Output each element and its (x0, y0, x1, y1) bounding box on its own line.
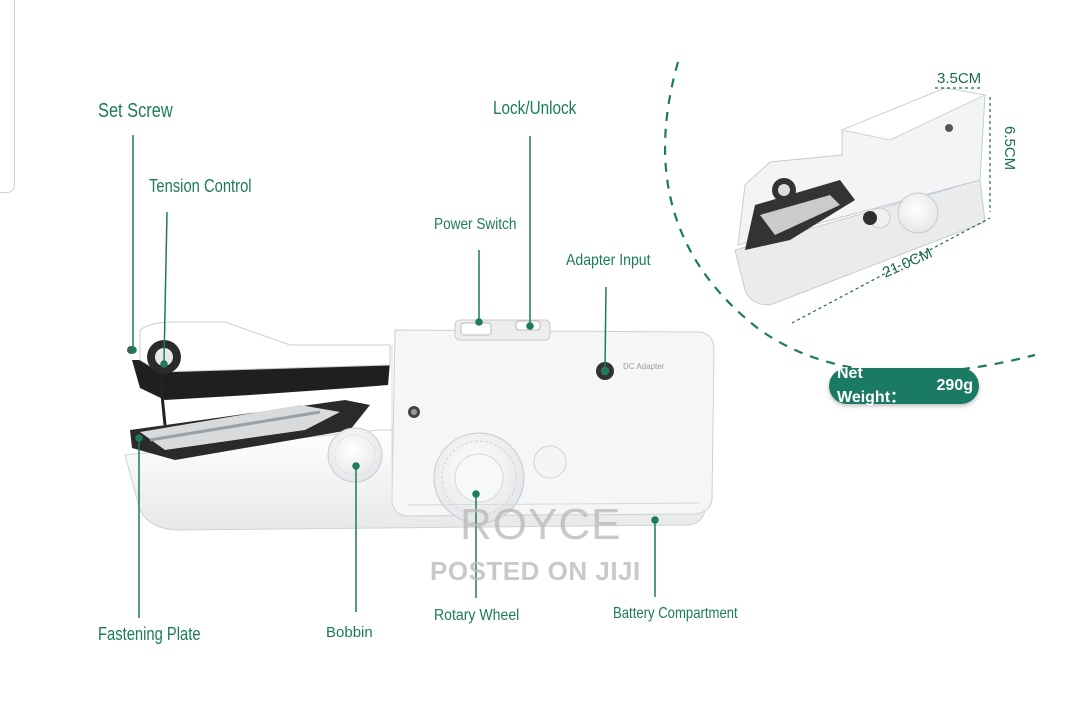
dimension-height: 6.5CM (1001, 126, 1018, 171)
product-thumbnail (734, 87, 987, 306)
label-power-switch: Power Switch (434, 216, 517, 233)
dimension-width: 3.5CM (937, 70, 982, 87)
label-fastening-plate: Fastening Plate (98, 624, 201, 644)
label-rotary-wheel: Rotary Wheel (434, 607, 520, 624)
watermark-posted: POSTED ON JIJI (430, 556, 641, 586)
callout-lines (129, 135, 659, 618)
label-set-screw: Set Screw (98, 100, 173, 122)
net-weight-value: 290g (936, 377, 973, 394)
dimension-lines (791, 87, 991, 324)
watermark-brand: ROYCE (460, 500, 622, 549)
label-tension-control: Tension Control (149, 176, 252, 196)
label-adapter-input: Adapter Input (566, 252, 651, 269)
net-weight-label: Net Weight： (837, 365, 907, 406)
page-edge (0, 0, 15, 193)
label-lock-unlock: Lock/Unlock (493, 98, 577, 118)
net-weight-badge: Net Weight： 290g (829, 365, 979, 406)
label-bobbin: Bobbin (326, 624, 373, 641)
label-battery-compartment: Battery Compartment (613, 605, 738, 622)
device-port-text: DC Adapter (623, 362, 665, 371)
sewing-machine-illustration (124, 319, 715, 531)
